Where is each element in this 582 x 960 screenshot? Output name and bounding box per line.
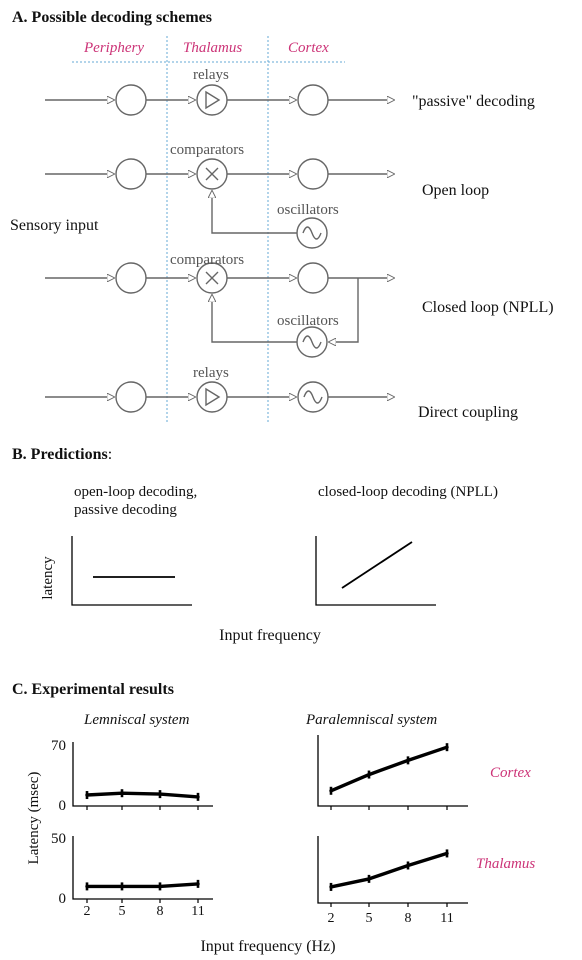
axes xyxy=(317,735,468,807)
scheme-direct-coupling: relays Direct coupling xyxy=(45,365,518,421)
oscillator-wave-icon xyxy=(296,326,328,358)
data-line xyxy=(85,882,200,889)
rising-latency-line xyxy=(341,541,413,589)
scheme-passive: relays "passive" decoding xyxy=(45,67,535,116)
prediction-ylabel: latency xyxy=(40,556,56,600)
prediction-plot-rising xyxy=(315,536,436,606)
x-tick-label: 5 xyxy=(119,904,126,919)
oscillators-label: oscillators xyxy=(277,313,339,329)
axes xyxy=(71,536,192,606)
prediction-xlabel: Input frequency xyxy=(219,627,321,644)
section-b-title: B. Predictions: xyxy=(12,446,112,463)
thalamus-row-label: Thalamus xyxy=(476,856,535,872)
comparators-label: comparators xyxy=(170,142,244,158)
sensory-input-label: Sensory input xyxy=(10,217,99,234)
lemniscal-column-label: Lemniscal system xyxy=(83,712,190,728)
section-a-title: A. Possible decoding schemes xyxy=(12,9,212,26)
plot-lemniscal-cortex xyxy=(72,742,213,810)
results-ylabel: Latency (msec) xyxy=(26,772,42,865)
data-line xyxy=(329,745,449,793)
axes xyxy=(72,742,213,807)
scheme-name: Open loop xyxy=(422,182,489,199)
section-c-title: C. Experimental results xyxy=(12,681,174,698)
x-tick-labels-right: 2 5 8 11 xyxy=(328,911,454,926)
plot-paralemniscal-cortex xyxy=(317,735,468,810)
axes xyxy=(315,536,436,606)
scheme-name: Closed loop (NPLL) xyxy=(422,299,554,316)
bottom-ytick-min: 0 xyxy=(59,891,67,907)
cortex-node xyxy=(297,84,329,116)
cortex-node xyxy=(297,158,329,190)
feedback-arrow xyxy=(212,295,297,343)
oscillators-label: oscillators xyxy=(277,202,339,218)
scheme-name: Direct coupling xyxy=(418,404,518,421)
periphery-node xyxy=(115,262,147,294)
relay-triangle-icon xyxy=(196,381,228,413)
scheme-name: "passive" decoding xyxy=(412,93,535,110)
data-line xyxy=(329,851,449,889)
region-header: Periphery Thalamus Cortex xyxy=(72,40,345,63)
right-caption: closed-loop decoding (NPLL) xyxy=(318,484,498,500)
relays-label: relays xyxy=(193,67,229,83)
comparator-x-icon xyxy=(196,158,228,190)
region-cortex: Cortex xyxy=(288,40,329,56)
feedback-arrow xyxy=(212,191,297,234)
axes xyxy=(317,836,468,904)
x-tick-label: 8 xyxy=(157,904,164,919)
x-tick-label: 2 xyxy=(328,911,335,926)
results-xlabel: Input frequency (Hz) xyxy=(200,938,335,955)
region-periphery: Periphery xyxy=(83,40,144,56)
comparators-label: comparators xyxy=(170,252,244,268)
x-tick-label: 11 xyxy=(440,911,453,926)
x-tick-labels-left: 2 5 8 11 xyxy=(84,904,205,919)
left-caption-line1: open-loop decoding, xyxy=(74,484,197,500)
top-ytick-min: 0 xyxy=(59,798,67,814)
cortex-row-label: Cortex xyxy=(490,765,531,781)
periphery-node xyxy=(115,84,147,116)
plot-lemniscal-thalamus xyxy=(72,836,213,903)
plot-paralemniscal-thalamus xyxy=(317,836,468,907)
oscillator-wave-icon xyxy=(297,381,329,413)
bottom-ytick-max: 50 xyxy=(51,831,66,847)
results-plots xyxy=(72,735,468,907)
axes xyxy=(72,836,213,900)
region-thalamus: Thalamus xyxy=(183,40,242,56)
x-tick-label: 5 xyxy=(366,911,373,926)
oscillator-wave-icon xyxy=(296,217,328,249)
relay-triangle-icon xyxy=(196,84,228,116)
relays-label: relays xyxy=(193,365,229,381)
section-b-title-colon: : xyxy=(108,446,112,463)
section-b-title-text: B. Predictions xyxy=(12,446,108,463)
data-line xyxy=(85,791,200,799)
scheme-closed-loop: comparators Closed loop (NPLL) oscillato… xyxy=(45,252,554,358)
x-tick-label: 11 xyxy=(191,904,204,919)
prediction-plot-flat xyxy=(71,536,192,606)
periphery-node xyxy=(115,158,147,190)
x-tick-label: 2 xyxy=(84,904,91,919)
scheme-open-loop: comparators Open loop oscillators xyxy=(45,142,489,249)
x-tick-label: 8 xyxy=(405,911,412,926)
cortex-node xyxy=(297,262,329,294)
paralemniscal-column-label: Paralemniscal system xyxy=(305,712,437,728)
periphery-node xyxy=(115,381,147,413)
top-ytick-max: 70 xyxy=(51,738,66,754)
loop-back-arrow xyxy=(329,278,359,342)
left-caption-line2: passive decoding xyxy=(74,502,177,518)
